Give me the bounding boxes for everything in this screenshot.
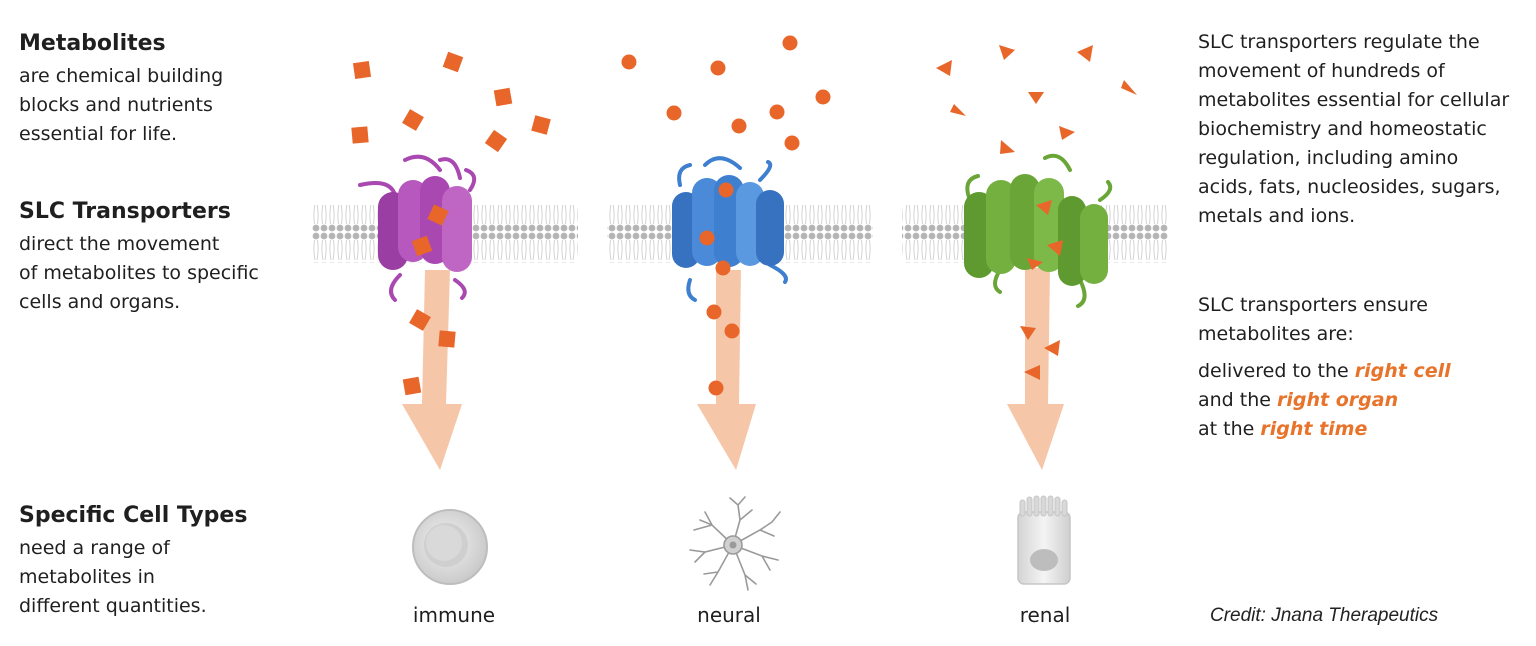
ensure-line-cell: delivered to the right cell	[1198, 360, 1451, 382]
metabolites-section: Metabolites are chemical building blocks…	[19, 30, 299, 149]
ensure-line-organ: and the right organ	[1198, 389, 1399, 411]
label-immune: immune	[412, 603, 496, 627]
metabolites-heading: Metabolites	[19, 31, 166, 56]
emphasis-right-time: right time	[1260, 418, 1368, 440]
cell-types-section: Specific Cell Types need a range of meta…	[19, 502, 299, 621]
transporters-section: SLC Transporters direct the movement of …	[19, 198, 299, 317]
transporter-summary: SLC transporters regulate the movement o…	[1198, 31, 1510, 227]
emphasis-right-cell: right cell	[1354, 360, 1451, 382]
emphasis-right-organ: right organ	[1277, 389, 1399, 411]
metabolites-neural	[621, 35, 831, 396]
label-neural: neural	[697, 603, 761, 627]
transporter-neural	[672, 156, 788, 302]
arrow-immune	[402, 270, 462, 470]
transporters-description: direct the movement of metabolites to sp…	[19, 233, 259, 313]
transporters-heading: SLC Transporters	[19, 199, 231, 224]
label-renal: renal	[1019, 603, 1071, 627]
metabolites-renal	[936, 45, 1137, 380]
right-description: SLC transporters regulate the movement o…	[1198, 28, 1518, 231]
credit-text: Credit: Jnana Therapeutics	[1210, 605, 1439, 626]
arrow-neural	[697, 270, 756, 470]
neuron-icon	[689, 496, 781, 591]
cell-types-heading: Specific Cell Types	[19, 503, 248, 528]
metabolites-description: are chemical building blocks and nutrien…	[19, 65, 224, 145]
ensure-line-time: at the right time	[1198, 418, 1368, 440]
ensure-intro: SLC transporters ensure metabolites are:	[1198, 294, 1428, 345]
immune-cell-icon	[412, 509, 488, 585]
cell-types-description: need a range of metabolites in different…	[19, 537, 207, 617]
right-ensure: SLC transporters ensure metabolites are:…	[1198, 291, 1518, 444]
renal-cell-icon	[1017, 495, 1071, 585]
metabolites-immune	[351, 51, 551, 396]
